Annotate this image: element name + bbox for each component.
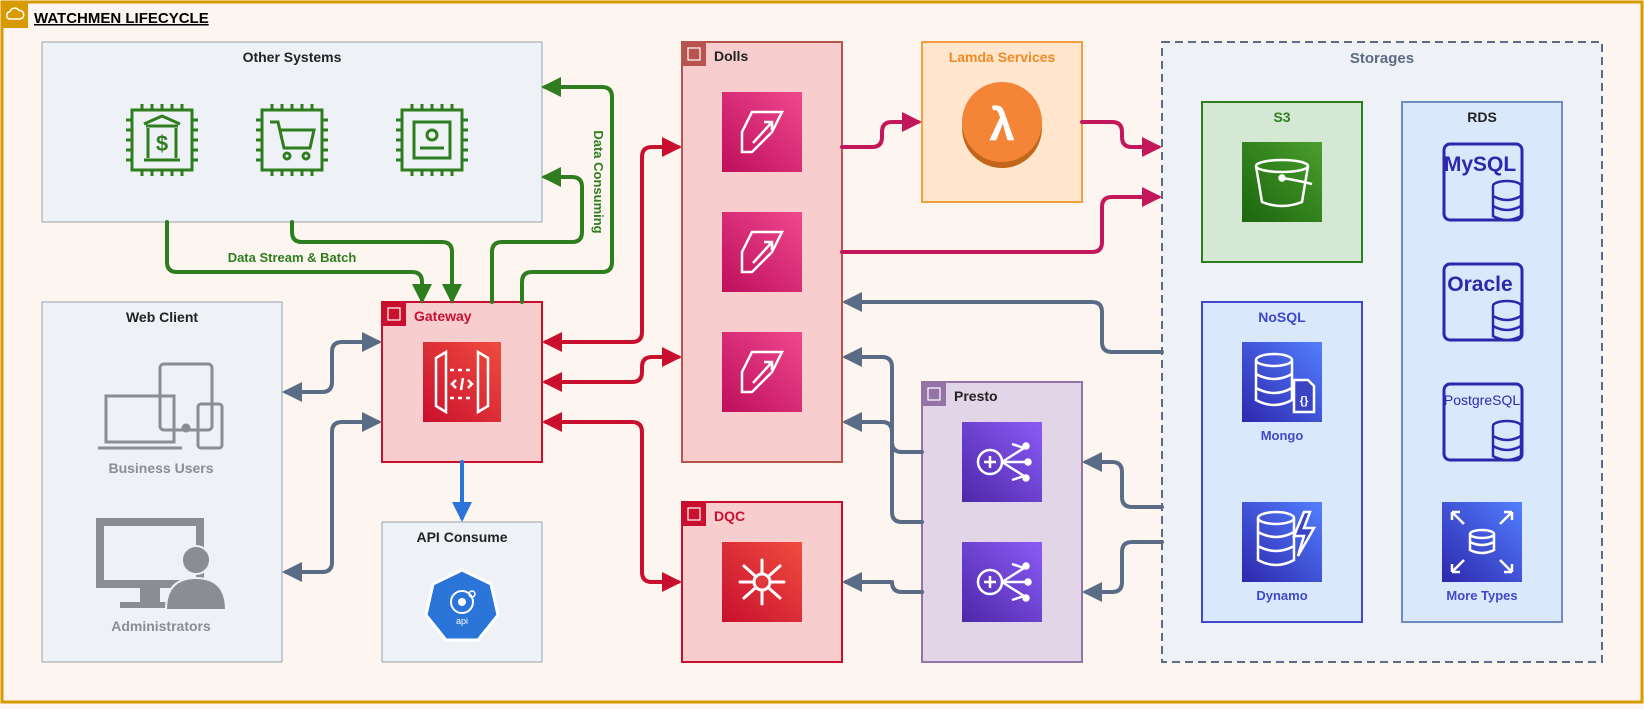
administrators-label: Administrators (111, 618, 211, 634)
conn-doll-storages (840, 187, 1162, 254)
presto-title: Presto (954, 388, 998, 404)
more-types-label: More Types (1446, 588, 1517, 603)
conn-storages-presto2 (1082, 540, 1164, 602)
more-types-icon (1442, 502, 1522, 582)
mongo-label: Mongo (1261, 428, 1304, 443)
diagram-title: WATCHMEN LIFECYCLE (34, 10, 209, 27)
event-bridge-icon (722, 212, 802, 292)
api-icon: api (424, 568, 500, 642)
gateway-chip-icon (387, 307, 401, 321)
dynamo-label: Dynamo (1256, 588, 1307, 603)
postgresql-text: PostgreSQL (1444, 392, 1520, 408)
dqc-title: DQC (714, 508, 745, 524)
svg-text:λ: λ (989, 98, 1015, 150)
bank-chip-icon: $ (126, 104, 198, 176)
dqc-chip-icon (687, 507, 701, 521)
gateway-chip-badge (382, 302, 406, 326)
lamda-services-title: Lamda Services (949, 49, 1056, 65)
oracle-text: Oracle (1447, 273, 1512, 296)
label-data-consuming: Data Consuming (591, 130, 606, 233)
dolls-title: Dolls (714, 48, 748, 64)
storages-title: Storages (1350, 50, 1414, 67)
mongo-database-icon: {} (1242, 342, 1322, 422)
athena-icon (962, 422, 1042, 502)
dolls-chip-badge (682, 42, 706, 66)
devices-icon (98, 362, 224, 450)
conn-presto2-dolls (842, 412, 924, 524)
oracle-icon: Oracle (1442, 262, 1524, 342)
mysql-text: MySQL (1444, 153, 1517, 176)
svg-text:$: $ (156, 131, 168, 156)
conn-banking-gateway (165, 220, 432, 304)
lambda-icon: λ (962, 82, 1042, 168)
conn-storages-presto1 (1082, 452, 1164, 509)
rds-title: RDS (1467, 109, 1497, 125)
conn-business-gateway (282, 332, 382, 402)
athena-icon (962, 542, 1042, 622)
conn-presto1-dolls (842, 347, 924, 454)
conn-storages-dolls (842, 292, 1164, 354)
event-bridge-icon (722, 332, 802, 412)
conn-lambda-storages (1080, 120, 1162, 157)
s3-title: S3 (1273, 109, 1290, 125)
api-consume-title: API Consume (416, 529, 507, 545)
gateway-title: Gateway (414, 308, 472, 324)
administrator-icon (96, 518, 228, 611)
other-systems-title: Other Systems (243, 49, 342, 65)
conn-gateway-dqc (542, 412, 682, 592)
conn-cart-gateway (290, 220, 462, 304)
dqc-chip-badge (682, 502, 706, 526)
nosql-title: NoSQL (1258, 309, 1306, 325)
dynamo-database-icon (1242, 502, 1322, 582)
api-gateway-icon (423, 342, 501, 422)
api-text: api (456, 616, 468, 626)
business-users-label: Business Users (108, 460, 213, 476)
s3-bucket-icon (1242, 142, 1322, 222)
settings-chip-icon (396, 104, 468, 176)
label-data-stream-batch: Data Stream & Batch (228, 250, 357, 265)
cloud-icon (6, 7, 25, 20)
kafka-icon (722, 542, 802, 622)
presto-chip-badge (922, 382, 946, 406)
conn-doll-lambda (840, 112, 922, 149)
postgresql-icon: PostgreSQL (1442, 382, 1524, 462)
mysql-icon: MySQL (1442, 142, 1524, 222)
dolls-chip-icon (687, 47, 701, 61)
svg-text:{}: {} (1300, 395, 1309, 407)
event-bridge-icon (722, 92, 802, 172)
other-systems-group (41, 41, 543, 223)
presto-chip-icon (927, 387, 941, 401)
conn-gateway-doll1 (542, 137, 682, 352)
conn-admin-gateway (282, 412, 382, 582)
conn-presto-dqc (842, 572, 924, 594)
cart-chip-icon (256, 104, 328, 176)
web-client-title: Web Client (126, 309, 198, 325)
conn-gateway-doll3 (542, 347, 682, 392)
